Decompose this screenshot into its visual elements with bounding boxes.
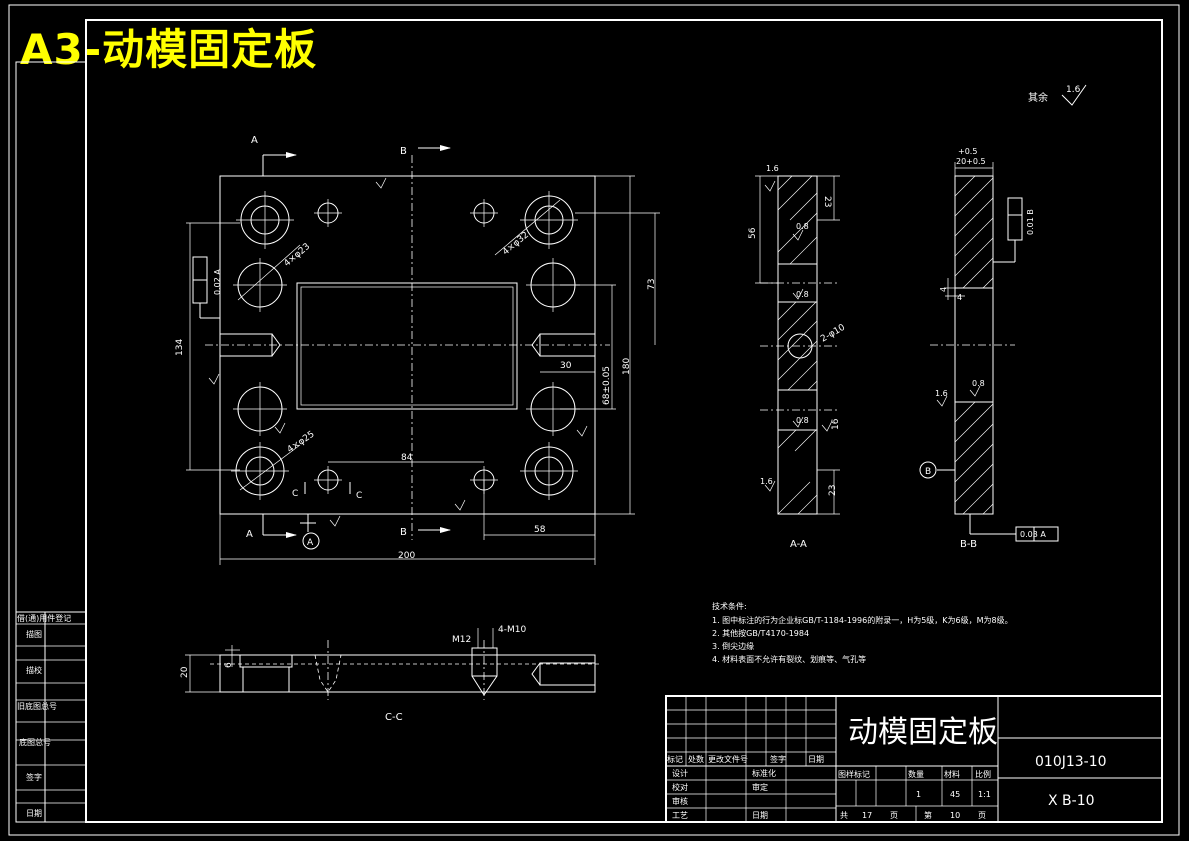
sheet-title: A3-动模固定板 [20, 25, 318, 74]
rough-aa-2: 0.8 [796, 222, 809, 231]
section-mark-a-bottom: A [246, 529, 253, 540]
dim-23b: 23 [828, 485, 838, 496]
tb-total-label: 共 [840, 811, 848, 820]
tech-item-4: 4. 材料表面不允许有裂纹、划痕等、气孔等 [712, 654, 866, 664]
tb-right-header-1: 数量 [908, 769, 924, 779]
dim-180: 180 [622, 358, 632, 375]
roughness-value: 1.6 [1066, 85, 1081, 95]
datum-a-label: A [307, 538, 314, 548]
side-label-6: 日期 [26, 809, 42, 818]
rough-aa-3: 0.8 [796, 290, 809, 299]
side-strip [15, 61, 87, 823]
tb-mid-1: 审定 [752, 782, 768, 792]
tb-right-header-0: 图样标记 [838, 769, 870, 779]
section-bb-view [919, 162, 1059, 542]
hole-4x25: 4×φ25 [286, 430, 317, 456]
tb-right-value-3: 1:1 [978, 790, 991, 799]
outer-frame [8, 4, 1180, 836]
tb-left-0: 设计 [672, 768, 688, 778]
tech-item-2: 2. 其他按GB/T4170-1984 [712, 628, 809, 638]
dim-20: 20 [180, 666, 190, 678]
tb-left-1: 校对 [672, 782, 688, 792]
side-label-0: 借(通)用件登记 [17, 613, 71, 623]
tb-sheet-page-label: 页 [978, 811, 986, 820]
rough-aa-4: 0.8 [796, 416, 809, 425]
tb-header-0: 标记 [667, 754, 683, 764]
dim-16: 16 [831, 418, 841, 430]
dim-68: 68±0.05 [602, 366, 612, 405]
tb-left-2: 审核 [672, 796, 688, 806]
section-aa-label: A-A [790, 539, 807, 550]
tb-header-4: 日期 [808, 755, 824, 764]
tb-total: 17 [862, 811, 872, 820]
tol-perp-bb: 0.03 A [1020, 530, 1046, 539]
roughness-label: 其余 [1028, 91, 1048, 104]
section-bb-label: B-B [960, 539, 977, 550]
tech-item-1: 1. 图中标注的行为企业标GB/T-1184-1996的附录一，H为5级，K为6… [712, 615, 1013, 625]
thick-tol-val: 20+0.5 [956, 157, 986, 166]
dim-30: 30 [560, 361, 572, 371]
rough-aa-1: 1.6 [766, 164, 779, 173]
rough-aa-5: 1.6 [760, 477, 773, 486]
section-aa-view [755, 175, 840, 515]
label-m12: M12 [452, 635, 471, 645]
datum-b-label: B [925, 467, 931, 477]
dim-4b: 4 [957, 293, 962, 302]
side-label-1: 描图 [26, 629, 42, 639]
tb-header-2: 更改文件号 [708, 754, 748, 764]
tb-right-value-1: 1 [916, 790, 921, 799]
section-mark-c-left: C [292, 489, 298, 499]
section-mark-c-right: C [356, 491, 362, 501]
section-mark-b-bottom: B [400, 527, 407, 538]
inner-frame [85, 19, 1163, 823]
tb-left-3: 工艺 [672, 811, 688, 820]
section-cc-label: C-C [385, 712, 403, 723]
section-mark-b-top: B [400, 146, 407, 157]
side-label-3: 旧底图总号 [17, 701, 57, 711]
dim-23a: 23 [822, 196, 832, 207]
tol-par-b: 0.01 B [1026, 209, 1035, 235]
tol-perp-a: 0.02 A [213, 269, 222, 295]
roughness-symbol-icon [1061, 84, 1087, 106]
dim-6: 6 [224, 662, 234, 668]
tb-page-label: 页 [890, 811, 898, 820]
hole-4x23: 4×φ23 [282, 242, 312, 269]
rough-bb-2: 0.8 [972, 379, 985, 388]
title-block [665, 695, 1163, 823]
dim-height-left: 134 [175, 339, 185, 356]
side-label-2: 描校 [26, 665, 42, 675]
tb-mid-3: 日期 [752, 811, 768, 820]
tb-right-header-3: 比例 [975, 769, 991, 779]
dim-58: 58 [534, 525, 546, 535]
rough-bb-1: 1.6 [935, 389, 948, 398]
tb-mid-0: 标准化 [752, 768, 776, 778]
thick-tol-top: +0.5 [958, 147, 977, 156]
dim-4a: 4 [939, 287, 948, 292]
tb-sheet-label: 第 [924, 810, 932, 820]
side-label-5: 签字 [26, 772, 42, 782]
dim-73: 73 [647, 279, 657, 290]
drawing-code: X B-10 [1048, 793, 1095, 809]
label-m10: 4-M10 [498, 625, 526, 635]
section-cc-view [185, 628, 600, 700]
side-label-4: 底图总号 [19, 737, 51, 747]
tb-right-header-2: 材料 [944, 769, 960, 779]
hole-2x10: 2-φ10 [819, 323, 847, 345]
section-mark-a-top: A [251, 135, 258, 146]
tb-header-3: 签字 [770, 754, 786, 764]
dim-width: 200 [398, 551, 415, 561]
dim-56: 56 [748, 227, 758, 239]
tech-item-3: 3. 倒尖边缘 [712, 641, 754, 651]
tb-right-value-2: 45 [950, 790, 960, 799]
tb-sheet: 10 [950, 811, 960, 820]
hole-4x32: 4×φ32 [501, 230, 531, 257]
part-name: 动模固定板 [848, 715, 998, 750]
tb-header-1: 处数 [688, 754, 704, 764]
dim-84: 84 [401, 453, 413, 463]
drawing-number: 010J13-10 [1035, 754, 1107, 770]
front-view [186, 145, 660, 565]
tech-heading: 技术条件: [712, 601, 747, 611]
